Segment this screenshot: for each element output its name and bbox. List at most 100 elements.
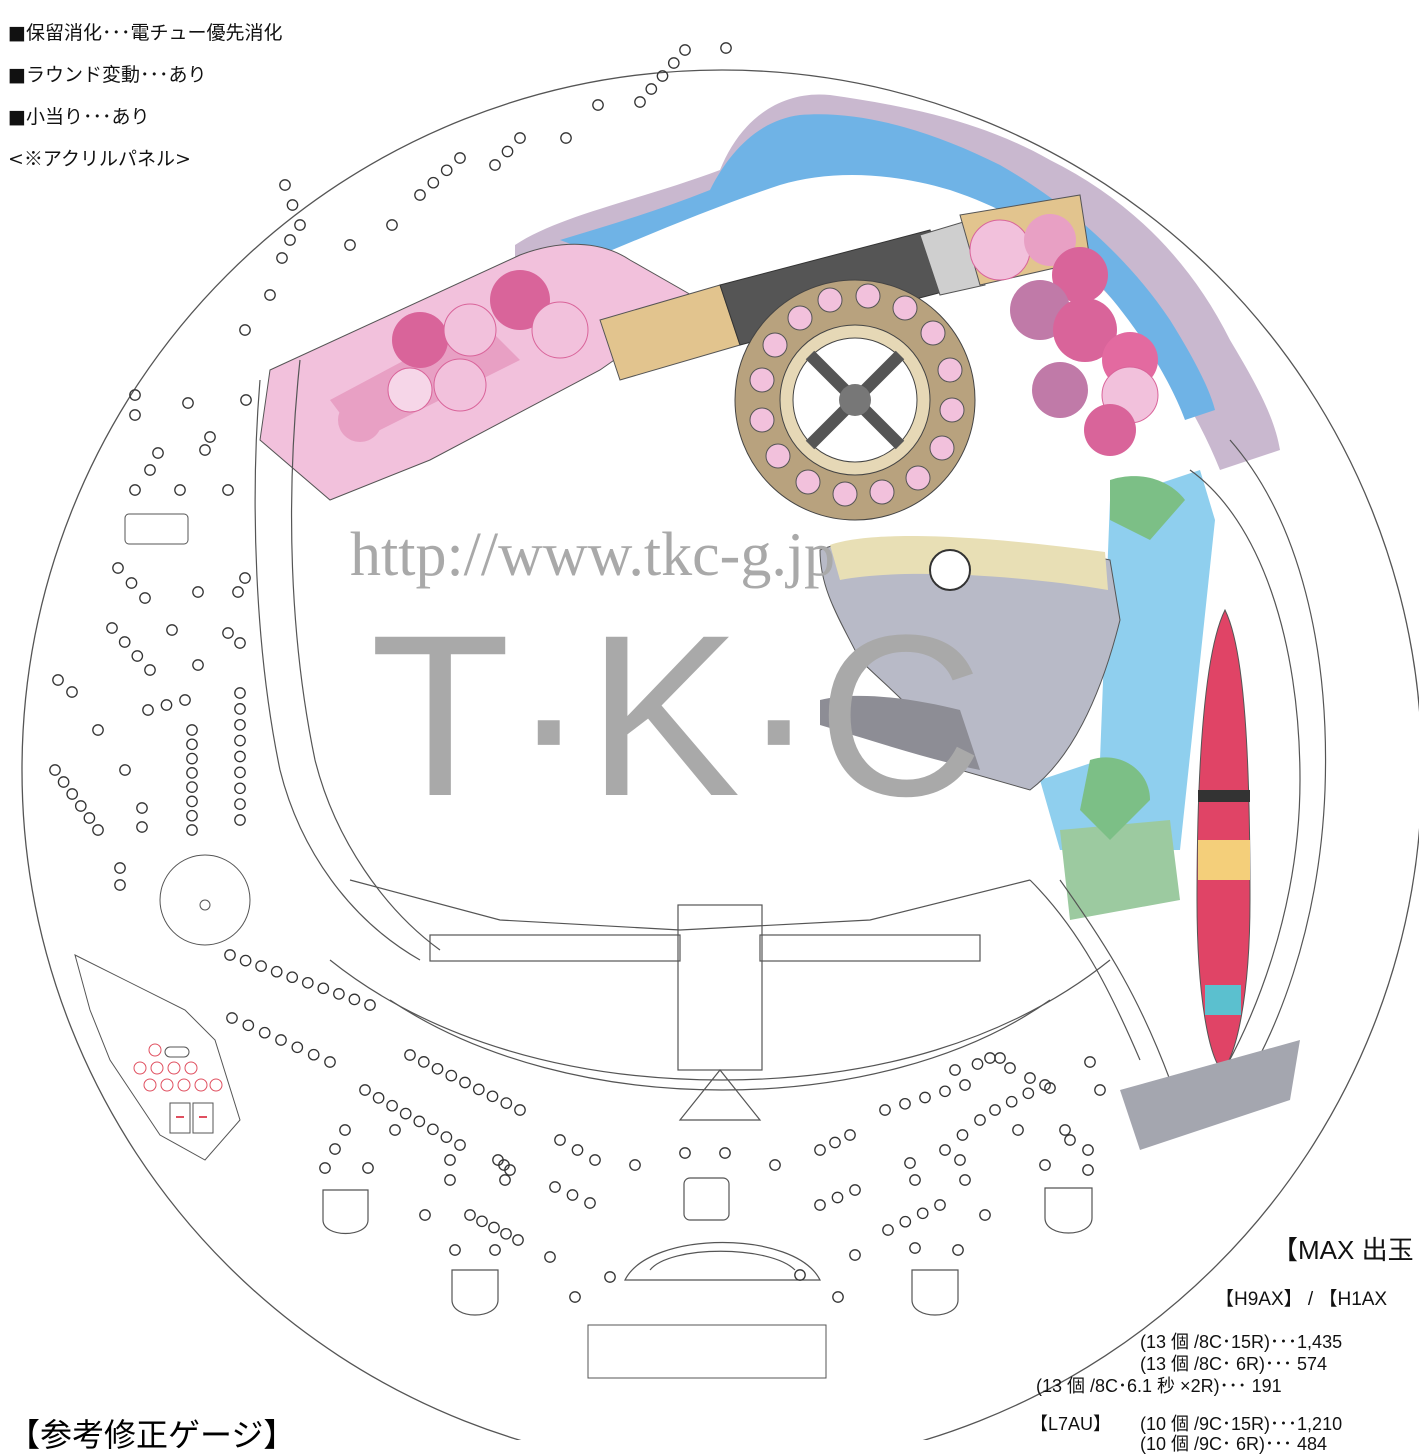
nail-pin <box>307 1048 320 1061</box>
spec-line-3: ■小当り･･･あり <box>8 106 150 128</box>
nail-pin <box>186 738 198 751</box>
nail-pin <box>142 704 154 716</box>
nail-pin <box>919 1091 931 1104</box>
side-plate <box>124 513 189 545</box>
nail-pin <box>114 862 126 874</box>
nail-pin <box>255 960 267 972</box>
nail-pin <box>186 809 198 822</box>
nail-pin <box>66 686 78 698</box>
nail-pin <box>186 767 198 779</box>
payout-row-b2: (10 個 /9C･ 6R)･･･ 484 <box>1140 1434 1328 1454</box>
nail-pin <box>152 447 164 459</box>
nail-pin <box>449 1244 461 1256</box>
board-outline <box>21 69 1419 1440</box>
nail-pin <box>994 1052 1006 1064</box>
nail-pin <box>954 1154 966 1166</box>
nail-pin <box>584 1197 596 1209</box>
nail-pin <box>959 1079 971 1091</box>
nail-pin <box>500 1227 512 1240</box>
nail-pin <box>1039 1079 1051 1091</box>
ribbon-frames <box>1029 439 1327 1121</box>
nail-pin <box>571 1144 584 1156</box>
nail-pin <box>899 1215 912 1228</box>
nail-pin <box>656 70 669 82</box>
gauge-reference-title: 【参考修正ゲージ】 <box>8 1416 296 1454</box>
nail-pin <box>956 1129 969 1141</box>
nail-pin <box>667 57 680 69</box>
nail-pin <box>1082 1164 1094 1176</box>
max-payout-models: 【H9AX】 / 【H1AX <box>1215 1289 1388 1310</box>
nail-pin <box>1039 1159 1051 1171</box>
nail-pin <box>879 1104 891 1116</box>
nail-pin <box>186 824 198 836</box>
nail-pin <box>440 1131 453 1143</box>
nail-pin <box>234 766 246 779</box>
nail-pin <box>904 1157 916 1169</box>
nail-pin <box>57 776 70 788</box>
nail-pin <box>939 1144 951 1156</box>
waterfall-scenery <box>1040 470 1215 920</box>
nail-pin <box>554 1134 566 1146</box>
nail-pin <box>199 444 211 456</box>
nail-pin <box>427 176 440 189</box>
nail-pin <box>831 1191 844 1204</box>
nail-pin <box>204 431 216 443</box>
nail-pin <box>182 397 194 409</box>
nail-pin <box>629 1159 641 1171</box>
nail-pin <box>476 1215 488 1228</box>
nail-pin <box>186 724 198 736</box>
nail-pin <box>427 1123 439 1136</box>
nail-pin <box>372 1092 385 1104</box>
nail-pin <box>464 1209 476 1221</box>
nail-pin <box>324 1056 336 1068</box>
nail-pin <box>226 1012 238 1024</box>
payout-row-b1: (10 個 /9C･15R)･･･1,210 <box>1140 1414 1343 1434</box>
nail-pin <box>1005 1095 1018 1108</box>
start-pocket <box>624 1177 821 1281</box>
nail-pin <box>934 1199 946 1211</box>
nail-pin <box>909 1242 921 1254</box>
nail-pin <box>417 1056 430 1068</box>
nail-pin <box>131 650 144 662</box>
nail-pin <box>719 1147 731 1159</box>
nail-pin <box>514 132 526 144</box>
nail-pin <box>504 1164 516 1176</box>
nail-pin <box>386 219 398 231</box>
nail-pin <box>234 782 246 795</box>
nail-pin <box>501 145 514 158</box>
float-bobber <box>1196 608 1251 1071</box>
cherry-blossom-left <box>259 243 701 501</box>
nail-pin <box>454 1139 466 1151</box>
nail-pin <box>286 199 299 211</box>
nail-pin <box>512 1234 524 1246</box>
nail-pin <box>500 1097 513 1109</box>
nail-pin <box>949 1064 961 1076</box>
nail-pin <box>431 1062 444 1075</box>
nail-pin <box>679 1147 691 1159</box>
nail-pin <box>301 976 314 989</box>
nail-pins <box>49 42 1106 1303</box>
nail-pin <box>1082 1144 1094 1156</box>
nail-pin <box>499 1174 511 1186</box>
payout-model-b: 【L7AU】 <box>1030 1414 1112 1434</box>
nail-pin <box>720 42 732 54</box>
nail-pin <box>129 484 141 496</box>
nail-pin <box>234 718 246 731</box>
watermark-url: http://www.tkc-g.jp <box>350 521 835 589</box>
nail-pin <box>242 1019 255 1032</box>
nail-pin <box>909 1174 921 1186</box>
nail-pin <box>192 586 204 598</box>
nail-pin <box>1084 1056 1096 1068</box>
nail-pin <box>234 734 246 747</box>
nail-pin <box>604 1271 616 1283</box>
nail-pin <box>979 1209 991 1221</box>
nail-pin <box>264 289 276 301</box>
nail-pin <box>129 409 141 421</box>
payout-row-a2: (13 個 /8C･ 6R)･･･ 574 <box>1140 1354 1328 1374</box>
nail-pin <box>232 586 244 598</box>
nail-pin <box>592 99 604 111</box>
nail-pin <box>118 636 131 648</box>
nail-pin <box>333 988 345 1000</box>
nail-pin <box>270 965 283 978</box>
nail-pin <box>414 189 426 201</box>
